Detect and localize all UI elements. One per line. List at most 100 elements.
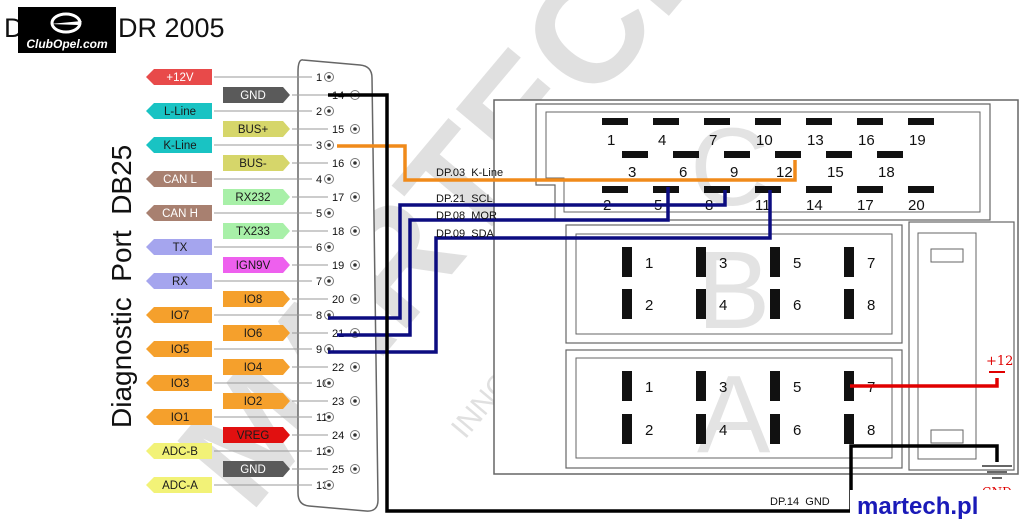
brand-text: martech.pl bbox=[857, 493, 978, 520]
pin-label-right: TX233 bbox=[223, 223, 328, 239]
pin-label-left: ADC-A bbox=[146, 477, 312, 493]
label-arrow bbox=[146, 205, 212, 221]
contact-bar bbox=[844, 371, 854, 401]
label-arrow bbox=[146, 137, 212, 153]
contact-bar bbox=[696, 289, 706, 319]
contact-bar bbox=[775, 151, 801, 158]
contact-number: 8 bbox=[867, 297, 875, 314]
letter-b: B bbox=[697, 229, 770, 352]
contact-bar bbox=[622, 247, 632, 277]
contact-bar bbox=[770, 414, 780, 444]
brand-box: martech.pl bbox=[850, 490, 1022, 520]
pin-label-right: IO4 bbox=[223, 359, 328, 375]
contact-number: 12 bbox=[776, 164, 793, 181]
pin-dot bbox=[327, 109, 331, 113]
pin-label-left: K-Line bbox=[146, 137, 312, 153]
pin-label-right: IGN9V bbox=[223, 257, 328, 273]
plus12-label: +12 bbox=[986, 354, 1013, 369]
pin-dot bbox=[327, 313, 331, 317]
label-arrow bbox=[223, 393, 290, 409]
title-right: DR 2005 bbox=[118, 13, 225, 43]
contact-bar bbox=[622, 151, 648, 158]
contact-number: 1 bbox=[607, 132, 615, 149]
label-arrow bbox=[146, 239, 212, 255]
wire-sda bbox=[328, 190, 772, 354]
pin-number: 5 bbox=[316, 208, 322, 220]
contact-number: 7 bbox=[709, 132, 717, 149]
label-arrow bbox=[223, 155, 290, 171]
label-text: CAN L bbox=[163, 174, 197, 186]
pin-label-left: IO1 bbox=[146, 409, 312, 425]
label-text: ADC-A bbox=[162, 480, 198, 492]
pin-dot bbox=[327, 75, 331, 79]
label-text: RX232 bbox=[235, 192, 270, 204]
contact-number: 15 bbox=[827, 164, 844, 181]
label-arrow bbox=[146, 69, 212, 85]
wire-label-scl: DP.21 SCL bbox=[436, 193, 493, 205]
contact-number: 11 bbox=[755, 197, 771, 214]
label-text: IO7 bbox=[171, 310, 190, 322]
side-title: Diagnostic Port DB25 bbox=[106, 145, 137, 428]
contact-number: 5 bbox=[793, 255, 801, 272]
contact-bar bbox=[826, 151, 852, 158]
pin-dot bbox=[353, 263, 357, 267]
label-text: TX bbox=[173, 242, 188, 254]
pin-number: 4 bbox=[316, 174, 322, 186]
contact-number: 4 bbox=[719, 422, 727, 439]
label-arrow bbox=[223, 87, 290, 103]
contact-number: 8 bbox=[867, 422, 875, 439]
pin-number: 23 bbox=[332, 396, 344, 408]
pin-label-left: ADC-B bbox=[146, 443, 312, 459]
label-text: IO5 bbox=[171, 344, 190, 356]
pin-dot bbox=[327, 347, 331, 351]
pin-dot bbox=[353, 433, 357, 437]
label-text: VREG bbox=[237, 430, 270, 442]
pin-label-left: IO5 bbox=[146, 341, 312, 357]
pin-number: 1 bbox=[316, 72, 322, 84]
pin-number: 2 bbox=[316, 106, 322, 118]
label-arrow bbox=[146, 375, 212, 391]
label-text: IO1 bbox=[171, 412, 190, 424]
pin-number: 3 bbox=[316, 140, 322, 152]
label-arrow bbox=[146, 341, 212, 357]
label-text: K-Line bbox=[163, 140, 196, 152]
contact-bar bbox=[908, 186, 934, 193]
clubopel-logo: ClubOpel.com bbox=[18, 7, 116, 53]
contact-number: 6 bbox=[679, 164, 687, 181]
db25-right-labels: GNDBUS+BUS-RX232TX233IGN9VIO8IO6IO4IO2VR… bbox=[223, 87, 328, 477]
contact-bar bbox=[622, 371, 632, 401]
pin-number: 11 bbox=[316, 412, 327, 424]
pin-dot bbox=[327, 177, 331, 181]
pin-label-left: IO7 bbox=[146, 307, 312, 323]
contact-number: 6 bbox=[793, 422, 801, 439]
pin-label-right: BUS- bbox=[223, 155, 328, 171]
label-text: IO2 bbox=[244, 396, 263, 408]
label-text: ADC-B bbox=[162, 446, 198, 458]
label-text: GND bbox=[240, 90, 266, 102]
label-arrow bbox=[223, 461, 290, 477]
contact-bar bbox=[755, 118, 781, 125]
contact-number: 2 bbox=[645, 297, 653, 314]
pin-dot bbox=[353, 297, 357, 301]
pin-number: 9 bbox=[316, 344, 322, 356]
contact-number: 19 bbox=[909, 132, 926, 149]
contact-number: 16 bbox=[858, 132, 875, 149]
pin-number: 8 bbox=[316, 310, 322, 322]
label-text: GND bbox=[240, 464, 266, 476]
pin-label-right: RX232 bbox=[223, 189, 328, 205]
pin-label-left: RX bbox=[146, 273, 312, 289]
contact-bar bbox=[844, 289, 854, 319]
contact-bar bbox=[770, 371, 780, 401]
contact-number: 14 bbox=[806, 197, 823, 214]
label-arrow bbox=[146, 477, 212, 493]
pin-dot bbox=[353, 399, 357, 403]
label-arrow bbox=[223, 291, 290, 307]
contact-number: 4 bbox=[719, 297, 727, 314]
label-text: IGN9V bbox=[236, 260, 271, 272]
pin-number: 18 bbox=[332, 226, 344, 238]
pin-label-right: GND bbox=[223, 87, 328, 103]
label-text: IO3 bbox=[171, 378, 190, 390]
label-text: TX233 bbox=[236, 226, 270, 238]
wire-label-sda: DP.09 SDA bbox=[436, 228, 495, 240]
